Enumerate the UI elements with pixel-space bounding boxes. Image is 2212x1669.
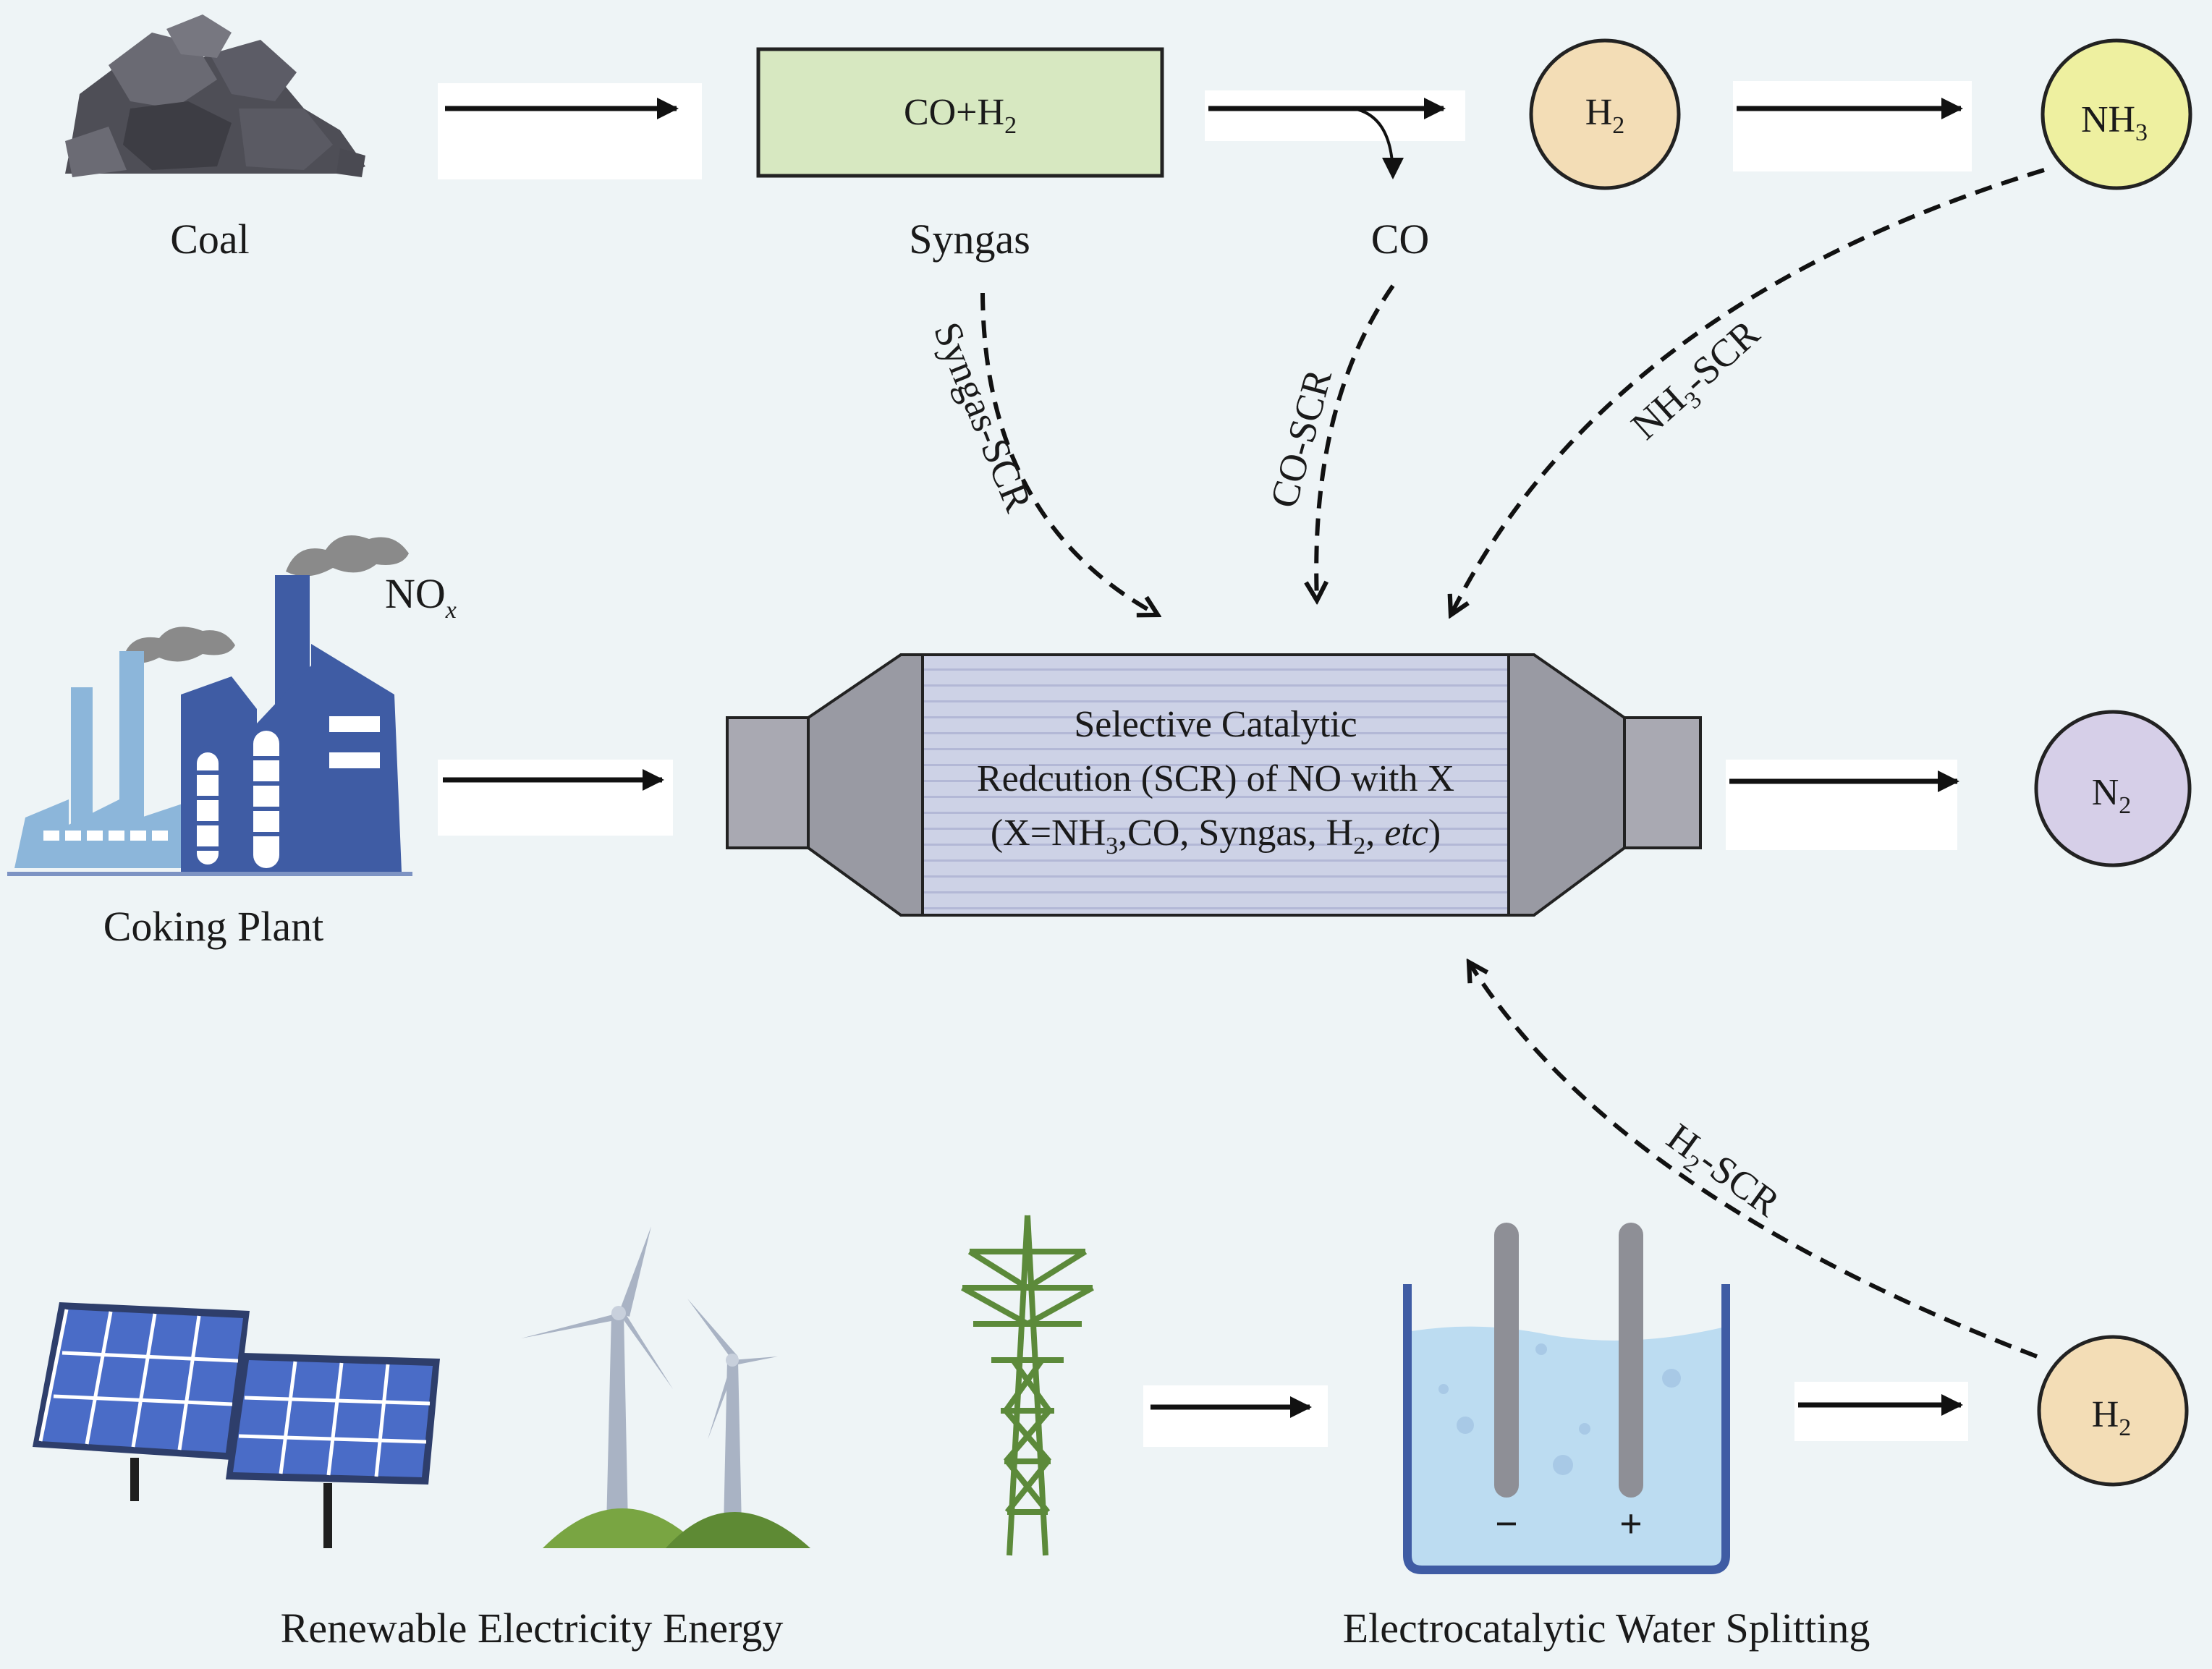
wind-turbine-icon [521,1226,810,1548]
co-label: CO [1371,216,1430,263]
electrolysis-cell-icon [1403,1223,1730,1574]
syngas-scr-path [980,292,1158,615]
h2-scr-path [1469,962,2038,1359]
co-split-arrow [1352,107,1404,179]
reactor-line-3: (X=NH3,CO, Syngas, H2, etc) [991,812,1441,859]
power-tower-icon [961,1215,1094,1556]
solar-panel-icon [33,1302,440,1548]
syngas-scr-label: Syngas-SCR [925,316,1041,517]
scr-reactor-icon [726,653,1702,917]
h2-scr-label: H2-SCR [1656,1115,1787,1230]
h2-node-bottom [2037,1335,2189,1487]
electrocatalytic-label: Electrocatalytic Water Splitting [1343,1605,1870,1652]
reactor-line-1: Selective Catalytic [1074,704,1357,745]
h2-node-top [1529,38,1681,190]
syngas-box [756,47,1164,178]
nh3-node [2041,38,2192,190]
reactor-line-2: Redcution (SCR) of NO with X [977,758,1454,799]
h2-top-label: H2 [1585,92,1625,139]
co-scr-path [1316,284,1395,600]
nh3-label: NH3 [2081,99,2148,146]
factory-icon [7,535,412,876]
coal-icon [65,14,365,177]
nh3-scr-label: NH3-SCR [1623,311,1771,451]
syngas-label: Syngas [909,216,1030,263]
coal-label: Coal [170,216,250,263]
n2-node [2034,710,2192,867]
h2-bottom-label: H2 [2092,1394,2132,1441]
nh3-scr-path [1451,168,2045,615]
plus-sign: + [1619,1502,1643,1547]
renewable-label: Renewable Electricity Energy [281,1605,784,1652]
n2-label: N2 [2092,772,2132,819]
coking-plant-label: Coking Plant [103,903,324,950]
minus-sign: − [1495,1502,1518,1547]
nox-label: NOx [385,570,457,624]
syngas-box-label: CO+H2 [904,92,1017,139]
